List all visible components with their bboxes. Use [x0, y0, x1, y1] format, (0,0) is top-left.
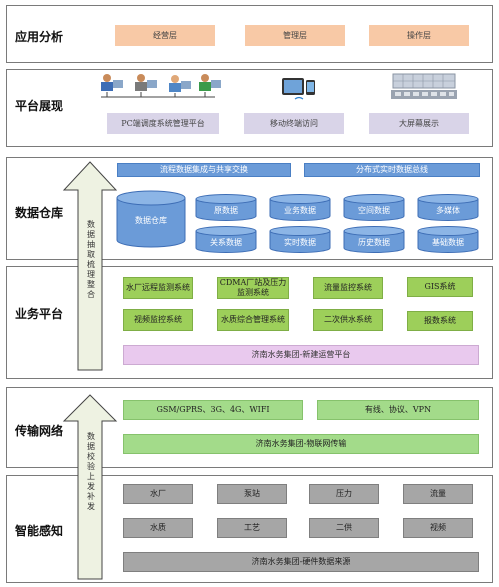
db-realtime-data: 实时数据: [284, 238, 316, 247]
realtime-bus-box: 分布式实时数据总线: [304, 163, 480, 177]
operation-level-box: 经营层: [115, 25, 215, 46]
database-icon: [343, 226, 405, 253]
main-database-cylinder: [116, 190, 186, 248]
database-icon: [269, 194, 331, 221]
db-spatial-data: 空间数据: [358, 206, 390, 215]
transmission-network-label: 传输网络: [15, 424, 64, 438]
database-icon: [195, 194, 257, 221]
database-icon: [343, 194, 405, 221]
sensor-water-quality: 水质: [123, 518, 193, 538]
big-screen-icon: [391, 73, 457, 99]
sensor-secondary-supply: 二供: [309, 518, 379, 538]
db-base-data: 基础数据: [432, 238, 464, 247]
database-icon: [417, 194, 479, 221]
secondary-supply-system: 二次供水系统: [313, 309, 383, 331]
pc-users-icon: [101, 74, 221, 98]
wireless-network-box: GSM/GPRS、3G、4G、WIFI: [123, 400, 303, 420]
hardware-data-source-box: 济南水务集团-硬件数据来源: [123, 552, 479, 572]
main-database-label: 数据仓库: [135, 216, 167, 225]
waterworks-monitor-system: 水厂远程监测系统: [123, 277, 193, 299]
cdma-pressure-system: CDMA厂站及压力监测系统: [217, 277, 289, 299]
water-quality-system: 水质综合管理系统: [217, 309, 289, 331]
flow-monitor-system: 流量监控系统: [313, 277, 383, 299]
app-analysis-layer: 应用分析 经营层 管理层 操作层: [6, 5, 493, 63]
sensor-video: 视频: [403, 518, 473, 538]
db-original-data: 原数据: [214, 206, 238, 215]
video-monitor-system: 视频监控系统: [123, 309, 193, 331]
sensor-waterworks: 水厂: [123, 484, 193, 504]
db-relational-data: 关系数据: [210, 238, 242, 247]
database-icon: [417, 226, 479, 253]
report-system: 报数系统: [407, 311, 473, 331]
gis-system: GIS系统: [407, 277, 473, 297]
platform-display-label: 平台展现: [15, 99, 64, 113]
mobile-access-box: 移动终端访问: [244, 113, 344, 134]
iot-transmission-box: 济南水务集团-物联网传输: [123, 434, 479, 454]
db-multimedia: 多媒体: [436, 206, 460, 215]
extract-arrow-text: 数据抽取 梳理 整合: [87, 220, 95, 299]
validate-arrow: [62, 394, 118, 580]
db-business-data: 业务数据: [284, 206, 316, 215]
database-icon: [269, 226, 331, 253]
sensor-flow: 流量: [403, 484, 473, 504]
sensor-pump-station: 泵站: [217, 484, 287, 504]
sensor-process: 工艺: [217, 518, 287, 538]
sensor-pressure: 压力: [309, 484, 379, 504]
data-warehouse-label: 数据仓库: [15, 206, 64, 220]
new-operation-platform: 济南水务集团-新建运营平台: [123, 345, 479, 365]
app-analysis-label: 应用分析: [15, 30, 64, 44]
pc-dispatch-platform-box: PC端调度系统管理平台: [107, 113, 219, 134]
management-level-box: 管理层: [245, 25, 345, 46]
extract-arrow: [62, 161, 118, 371]
big-screen-box: 大屏幕展示: [369, 113, 469, 134]
validate-arrow-text: 数据校验 上发 补发: [87, 432, 95, 511]
wired-network-box: 有线、协议、VPN: [317, 400, 479, 420]
operator-level-box: 操作层: [369, 25, 469, 46]
db-history-data: 历史数据: [358, 238, 390, 247]
database-icon: [195, 226, 257, 253]
process-data-exchange-box: 流程数据集成与共享交换: [117, 163, 291, 177]
business-platform-label: 业务平台: [15, 307, 64, 321]
mobile-device-icon: [282, 78, 315, 100]
smart-sensing-label: 智能感知: [15, 524, 64, 538]
platform-display-layer: 平台展现 PC端调度系统管理平台 移动终端访问 大屏幕展示: [6, 69, 493, 147]
